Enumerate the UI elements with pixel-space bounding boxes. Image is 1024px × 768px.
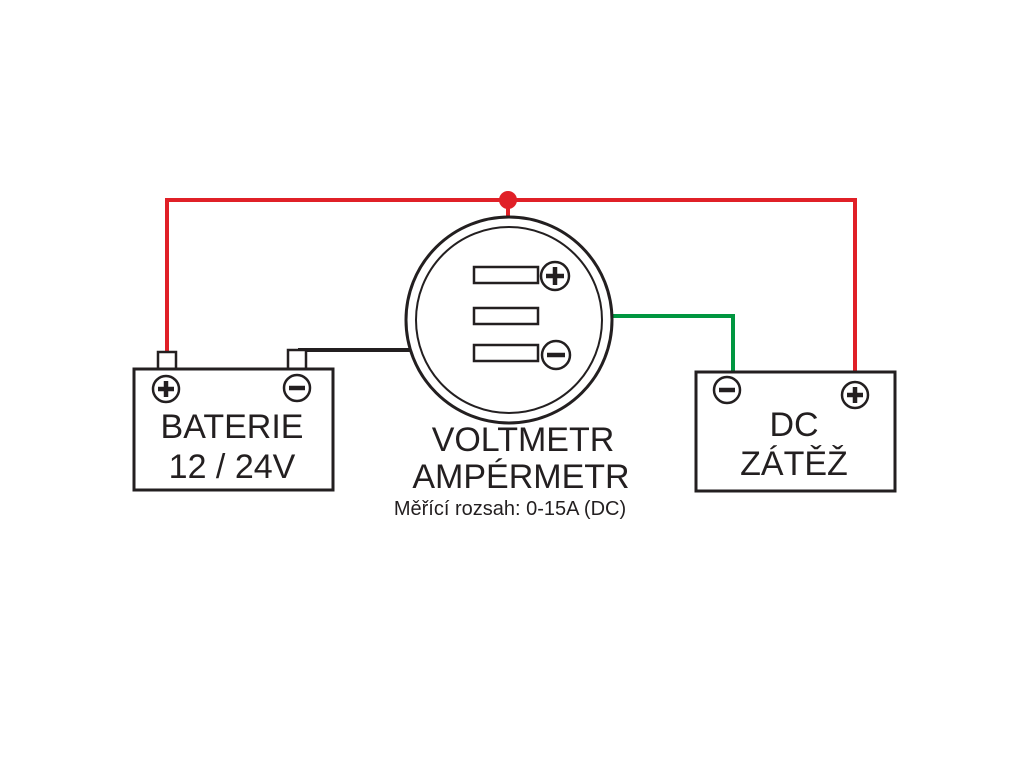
meter-inner-ring (415, 226, 603, 414)
battery-positive-post (156, 350, 178, 371)
minus-icon (282, 373, 312, 403)
battery-label-line2: 12 / 24V (169, 448, 296, 486)
meter-label-line2: AMPÉRMETR (412, 458, 629, 496)
plus-icon (840, 380, 870, 410)
meter-label-line1: VOLTMETR (432, 421, 615, 459)
minus-icon (540, 339, 572, 371)
battery-label-line1: BATERIE (161, 408, 304, 446)
battery: BATERIE 12 / 24V (132, 348, 335, 492)
load-label-line1: DC (769, 406, 818, 444)
meter-positive-pin (472, 265, 540, 285)
voltmeter-ammeter: VOLTMETR AMPÉRMETR Měřící rozsah: 0-15A … (394, 215, 630, 520)
meter-range-note: Měřící rozsah: 0-15A (DC) (394, 498, 626, 520)
meter-shunt-pin (472, 306, 540, 326)
minus-icon (712, 375, 742, 405)
plus-icon (151, 374, 181, 404)
load-label-line2: ZÁTĚŽ (740, 445, 848, 483)
meter-negative-pin (472, 343, 540, 363)
junction-dot (499, 191, 517, 209)
dc-load: DC ZÁTĚŽ (694, 370, 897, 493)
plus-icon (539, 260, 571, 292)
battery-negative-post (286, 348, 308, 371)
